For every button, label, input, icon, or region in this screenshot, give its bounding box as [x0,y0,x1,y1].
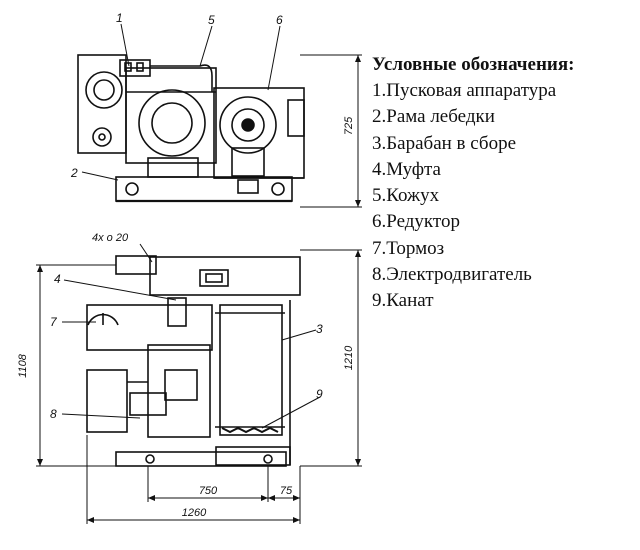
legend-item-5: 5.Кожух [372,185,440,207]
dim-1210-label: 1210 [343,345,355,370]
dimension-750-75 [147,466,301,502]
legend-item-1: 1.Пусковая аппаратура [372,80,557,101]
callout-6: 6 [276,13,283,27]
dim-1108-label: 1108 [17,353,29,378]
coupling [167,297,187,327]
legend-item-6: 6.Редуктор [372,211,460,233]
dimension-1210 [300,249,362,467]
motor-housing [125,67,217,164]
callout-2: 2 [70,166,78,180]
gearbox [213,87,305,179]
holes-note: 4x о 20 [92,232,129,244]
dimension-725 [300,54,362,208]
legend-item-7: 7.Тормоз [372,237,445,259]
legend-item-3: 3.Барабан в сборе [372,132,517,154]
control-box [86,369,128,433]
legend: Условные обозначения: 1.Пусковая аппарат… [372,52,636,315]
electric-motor [147,344,211,438]
dim-75-label: 75 [280,485,293,497]
dimension-1260 [86,435,301,524]
starter-box [77,54,127,154]
cover [150,64,213,92]
legend-item-8: 8.Электродвигатель [372,264,532,286]
dim-750-label: 750 [199,485,218,497]
callout-5: 5 [208,13,215,27]
dim-725-label: 725 [343,116,355,135]
callout-8: 8 [50,407,57,421]
legend-title: Условные обозначения: [372,54,575,75]
callout-3: 3 [316,322,323,336]
callout-9: 9 [316,387,323,401]
dim-1260-label: 1260 [182,507,207,519]
winch-frame-top [115,176,293,202]
bottom-view [86,255,301,467]
legend-item-2: 2.Рама лебедки [372,106,495,128]
brake [86,304,213,351]
legend-item-4: 4.Муфта [372,158,441,180]
drum [219,304,283,436]
winch-frame-bottom [115,451,287,467]
callout-7: 7 [50,315,58,329]
dimension-1108 [36,264,116,467]
callout-1: 1 [116,11,123,25]
top-view [77,54,305,203]
reducer-housing [149,256,301,296]
callout-4: 4 [54,272,61,286]
legend-list: 1.Пусковая аппаратура 2.Рама лебедки 3.Б… [372,78,636,315]
legend-item-9: 9.Канат [372,290,434,312]
